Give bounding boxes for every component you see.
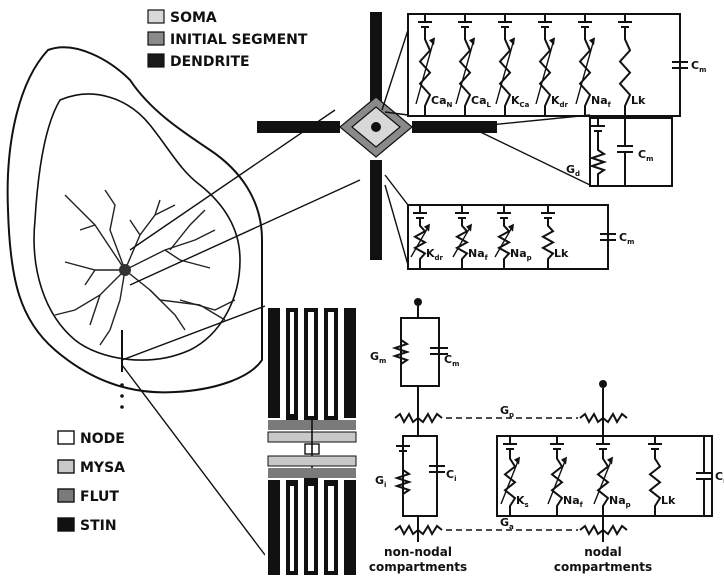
- soma-channel-5: Lk: [618, 14, 646, 116]
- nodal-top-terminal: [599, 380, 607, 388]
- legend-dendrite-label: DENDRITE: [170, 54, 250, 70]
- soma-channel-2: KCa: [496, 14, 530, 116]
- motoneuron-dendrites: [55, 190, 235, 345]
- gi-label: Gi: [375, 474, 386, 489]
- nodal-channel-2: Nap: [594, 436, 631, 516]
- non-nodal-caption-2: compartments: [369, 560, 467, 574]
- nodal-conductance-3: [650, 449, 660, 516]
- dendrite-resistor: [592, 131, 604, 186]
- nodal-channel-label-2: Nap: [609, 494, 631, 509]
- ga-label: Ga: [500, 516, 514, 531]
- is-capacitor: Cm: [600, 205, 634, 269]
- legend-mysa-swatch: [58, 460, 74, 473]
- dendrite-right: [412, 121, 497, 133]
- nodal-channel-1: Naf: [548, 436, 584, 516]
- dendrite-left: [257, 121, 340, 133]
- nodal-channel-label-1: Naf: [563, 494, 584, 509]
- is-cap-label: Cm: [619, 231, 634, 246]
- soma-channel-label-2: KCa: [511, 94, 530, 109]
- is-channel-label-1: Naf: [468, 247, 489, 262]
- nodal-cap-label: Cn: [715, 470, 724, 485]
- initial-segment-circuit: Kdr Naf Nap Lk Cm: [408, 205, 634, 269]
- is-conductance-3: [543, 218, 553, 269]
- mysa-bottom: [268, 456, 356, 466]
- legend-stin-label: STIN: [80, 518, 117, 534]
- soma-circuit: CaN CaL KCa Kdr Naf Lk Cm: [408, 14, 706, 116]
- gray-matter-outline: [8, 47, 262, 392]
- soma-conductance-5: [620, 27, 630, 116]
- nucleus: [371, 122, 381, 132]
- legend-initial-segment-swatch: [148, 32, 164, 45]
- soma-channel-3: Kdr: [536, 14, 569, 116]
- legend-soma-label: SOMA: [170, 10, 217, 26]
- legend-soma-swatch: [148, 10, 164, 23]
- soma-channel-1: CaL: [456, 14, 492, 116]
- soma-channel-label-3: Kdr: [551, 94, 569, 109]
- nodal-capacitor: Cn: [696, 436, 724, 516]
- legend-dendrite-swatch: [148, 54, 164, 67]
- dendrite-cap-label: Cm: [638, 148, 653, 163]
- soma-cap-label: Cm: [691, 59, 706, 74]
- ci-label: Ci: [446, 468, 456, 483]
- dendrite-bottom: [370, 160, 382, 260]
- cm-label-nn: Cm: [444, 353, 459, 368]
- is-channel-label-0: Kdr: [426, 247, 444, 262]
- nodal-channel-label-0: Ks: [516, 494, 529, 509]
- nodal-circuit: nodal compartments Ks Naf Nap Lk Cn: [497, 380, 724, 574]
- nodal-channel-3: Lk: [648, 436, 676, 516]
- legend-top: SOMA INITIAL SEGMENT DENDRITE: [148, 10, 308, 70]
- legend-stin-swatch: [58, 518, 74, 531]
- is-conductance-1: [457, 218, 467, 269]
- is-channel-label-3: Lk: [554, 247, 569, 260]
- gm-label: Gm: [370, 350, 386, 365]
- soma-channel-4: Naf: [576, 14, 612, 116]
- is-channel-3: Lk: [541, 205, 569, 269]
- is-channel-2: Nap: [495, 205, 532, 269]
- legend-flut-swatch: [58, 489, 74, 502]
- soma-capacitor: Cm: [672, 14, 706, 116]
- flut-bottom: [268, 468, 356, 478]
- soma-channel-label-4: Naf: [591, 94, 612, 109]
- legend-initial-segment-label: INITIAL SEGMENT: [170, 32, 308, 48]
- soma-channel-label-5: Lk: [631, 94, 646, 107]
- non-nodal-top-terminal: [414, 298, 422, 306]
- zoom-lines-top: [130, 110, 360, 285]
- zoom-lines-bottom: [122, 306, 265, 555]
- is-channel-1: Naf: [453, 205, 489, 269]
- is-conductance-2: [499, 218, 509, 269]
- dendrite-resistor-label: Gd: [566, 163, 580, 178]
- callout-lines: [382, 30, 590, 265]
- is-channel-0: Kdr: [411, 205, 444, 269]
- inner-outline: [34, 94, 240, 360]
- nodal-caption-1: nodal: [584, 545, 622, 559]
- dendrite-circuit: Gd Cm: [566, 118, 672, 186]
- is-channel-label-2: Nap: [510, 247, 532, 262]
- gp-label: Gp: [500, 404, 514, 419]
- nodal-caption-2: compartments: [554, 560, 652, 574]
- nodal-channel-label-3: Lk: [661, 494, 676, 507]
- soma-channel-label-0: CaN: [431, 94, 453, 109]
- legend-bottom: NODE MYSA FLUT STIN: [58, 431, 125, 534]
- axon-model: [265, 306, 373, 576]
- soma-channel-0: CaN: [416, 14, 453, 116]
- legend-node-label: NODE: [80, 431, 125, 447]
- nodal-channel-0: Ks: [501, 436, 529, 516]
- legend-mysa-label: MYSA: [80, 460, 125, 476]
- non-nodal-caption-1: non-nodal: [384, 545, 452, 559]
- soma-channel-label-1: CaL: [471, 94, 492, 109]
- motoneuron-soma: [119, 264, 131, 276]
- is-conductance-0: [415, 218, 425, 269]
- non-nodal-circuit: Gm Cm Gi Ci non-nodal compartments: [369, 298, 467, 574]
- legend-node-swatch: [58, 431, 74, 444]
- axial-links: Gp Ga: [446, 404, 578, 531]
- legend-flut-label: FLUT: [80, 489, 119, 505]
